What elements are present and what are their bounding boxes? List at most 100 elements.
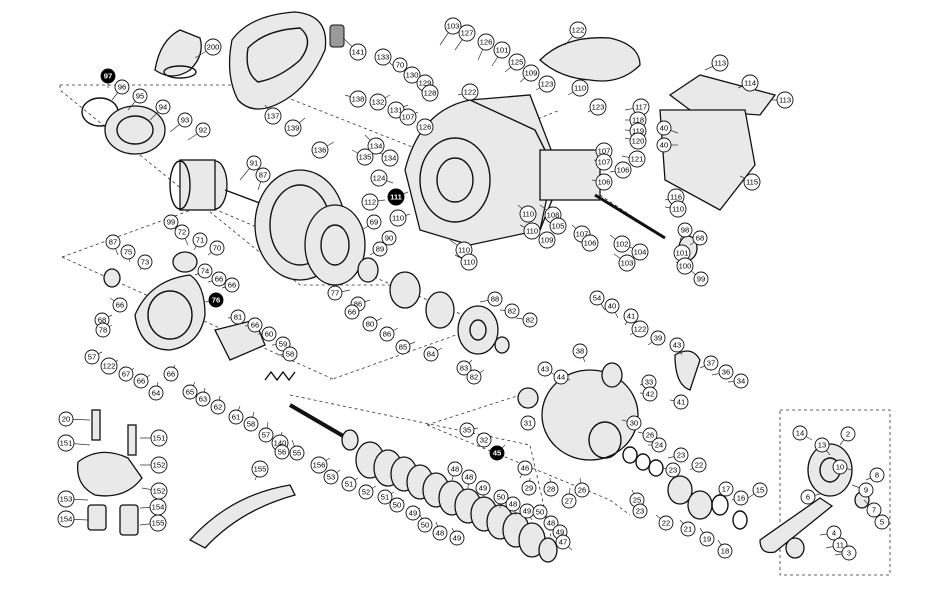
callout-number: 17 bbox=[722, 485, 730, 494]
callout-number: 133 bbox=[377, 53, 390, 62]
part-callout-96: 96 bbox=[114, 79, 130, 95]
part-callout-94: 94 bbox=[155, 99, 171, 115]
callout-bubble bbox=[572, 343, 588, 359]
callout-bubble bbox=[381, 230, 397, 246]
callout-bubble bbox=[149, 514, 167, 532]
callout-bubble bbox=[195, 122, 211, 138]
callout-number: 50 bbox=[497, 493, 505, 502]
part-callout-128: 128 bbox=[421, 84, 439, 102]
part-callout-123: 123 bbox=[538, 75, 556, 93]
callout-bubble bbox=[405, 505, 421, 521]
callout-bubble bbox=[553, 369, 569, 385]
part-callout-120: 120 bbox=[629, 132, 647, 150]
callout-bubble bbox=[650, 330, 666, 346]
callout-number: 123 bbox=[592, 103, 605, 112]
part-callout-155: 155 bbox=[149, 514, 167, 532]
callout-bubble bbox=[522, 64, 540, 82]
callout-number: 30 bbox=[630, 419, 638, 428]
callout-number: 44 bbox=[557, 373, 565, 382]
part-callout-29: 29 bbox=[521, 480, 537, 496]
part-callout-151: 151 bbox=[150, 429, 168, 447]
callout-bubble bbox=[459, 422, 475, 438]
callout-bubble bbox=[693, 271, 709, 287]
part-callout-13: 13 bbox=[814, 437, 830, 453]
part-callout-10: 10 bbox=[832, 459, 848, 475]
part-callout-134: 134 bbox=[367, 137, 385, 155]
part-callout-132: 132 bbox=[369, 93, 387, 111]
callout-bubble bbox=[589, 98, 607, 116]
callout-bubble bbox=[381, 149, 399, 167]
callout-number: 90 bbox=[385, 234, 393, 243]
callout-number: 122 bbox=[572, 26, 585, 35]
part-callout-45: 45 bbox=[489, 445, 505, 461]
part-callout-110: 110 bbox=[523, 222, 541, 240]
callout-number: 89 bbox=[376, 245, 384, 254]
callout-number: 155 bbox=[254, 465, 267, 474]
callout-number: 64 bbox=[152, 389, 160, 398]
callout-number: 66 bbox=[116, 301, 124, 310]
callout-bubble bbox=[523, 222, 541, 240]
callout-bubble bbox=[460, 253, 478, 271]
side-plate-68 bbox=[134, 274, 206, 351]
bolt-151 bbox=[91, 409, 101, 441]
callout-number: 69 bbox=[370, 218, 378, 227]
callout-number: 2 bbox=[846, 430, 850, 439]
part-callout-41: 41 bbox=[673, 394, 689, 410]
callout-bubble bbox=[374, 48, 392, 66]
callout-bubble bbox=[519, 205, 537, 223]
part-callout-122: 122 bbox=[461, 83, 479, 101]
callout-bubble bbox=[163, 366, 179, 382]
part-callout-104: 104 bbox=[631, 243, 649, 261]
callout-bubble bbox=[208, 292, 224, 308]
callout-number: 6 bbox=[806, 493, 810, 502]
callout-bubble bbox=[614, 161, 632, 179]
callout-bubble bbox=[456, 360, 472, 376]
callout-bubble bbox=[100, 68, 116, 84]
part-callout-107: 107 bbox=[595, 153, 613, 171]
callout-number: 114 bbox=[744, 79, 756, 88]
callout-number: 68 bbox=[696, 234, 704, 243]
callout-number: 25 bbox=[633, 496, 641, 505]
callout-bubble bbox=[733, 490, 749, 506]
callout-number: 117 bbox=[635, 103, 647, 112]
part-callout-21: 21 bbox=[680, 521, 696, 537]
callout-bubble bbox=[148, 385, 164, 401]
callout-bubble bbox=[569, 21, 587, 39]
part-callout-61: 61 bbox=[228, 409, 244, 425]
callout-bubble bbox=[163, 214, 179, 230]
part-callout-60: 60 bbox=[261, 326, 277, 342]
callout-bubble bbox=[581, 234, 599, 252]
callout-number: 113 bbox=[714, 59, 726, 68]
callout-number: 49 bbox=[479, 484, 487, 493]
part-callout-68: 68 bbox=[692, 230, 708, 246]
callout-number: 60 bbox=[265, 330, 273, 339]
callout-number: 20 bbox=[62, 415, 70, 424]
callout-number: 107 bbox=[598, 147, 611, 156]
part-callout-49: 49 bbox=[475, 480, 491, 496]
part-callout-141: 141 bbox=[349, 43, 367, 61]
callout-bubble bbox=[595, 153, 613, 171]
callout-bubble bbox=[718, 481, 734, 497]
callout-number: 107 bbox=[402, 113, 415, 122]
callout-bubble bbox=[840, 426, 856, 442]
callout-bubble bbox=[137, 254, 153, 270]
callout-bubble bbox=[358, 484, 374, 500]
callout-bubble bbox=[673, 394, 689, 410]
callout-number: 131 bbox=[390, 106, 403, 115]
disc-83 bbox=[457, 305, 499, 355]
part-callout-110: 110 bbox=[389, 209, 407, 227]
part-callout-56: 56 bbox=[274, 444, 290, 460]
callout-bubble bbox=[651, 437, 667, 453]
callout-number: 110 bbox=[463, 258, 475, 267]
callout-number: 115 bbox=[746, 178, 758, 187]
callout-bubble bbox=[370, 169, 388, 187]
callout-bubble bbox=[105, 234, 121, 250]
callout-number: 110 bbox=[458, 246, 470, 255]
callout-number: 106 bbox=[584, 239, 597, 248]
part-callout-40: 40 bbox=[656, 137, 672, 153]
part-callout-136: 136 bbox=[311, 141, 329, 159]
callout-bubble bbox=[626, 415, 642, 431]
callout-number: 11 bbox=[836, 541, 844, 550]
callout-bubble bbox=[323, 469, 339, 485]
callout-bubble bbox=[618, 254, 636, 272]
